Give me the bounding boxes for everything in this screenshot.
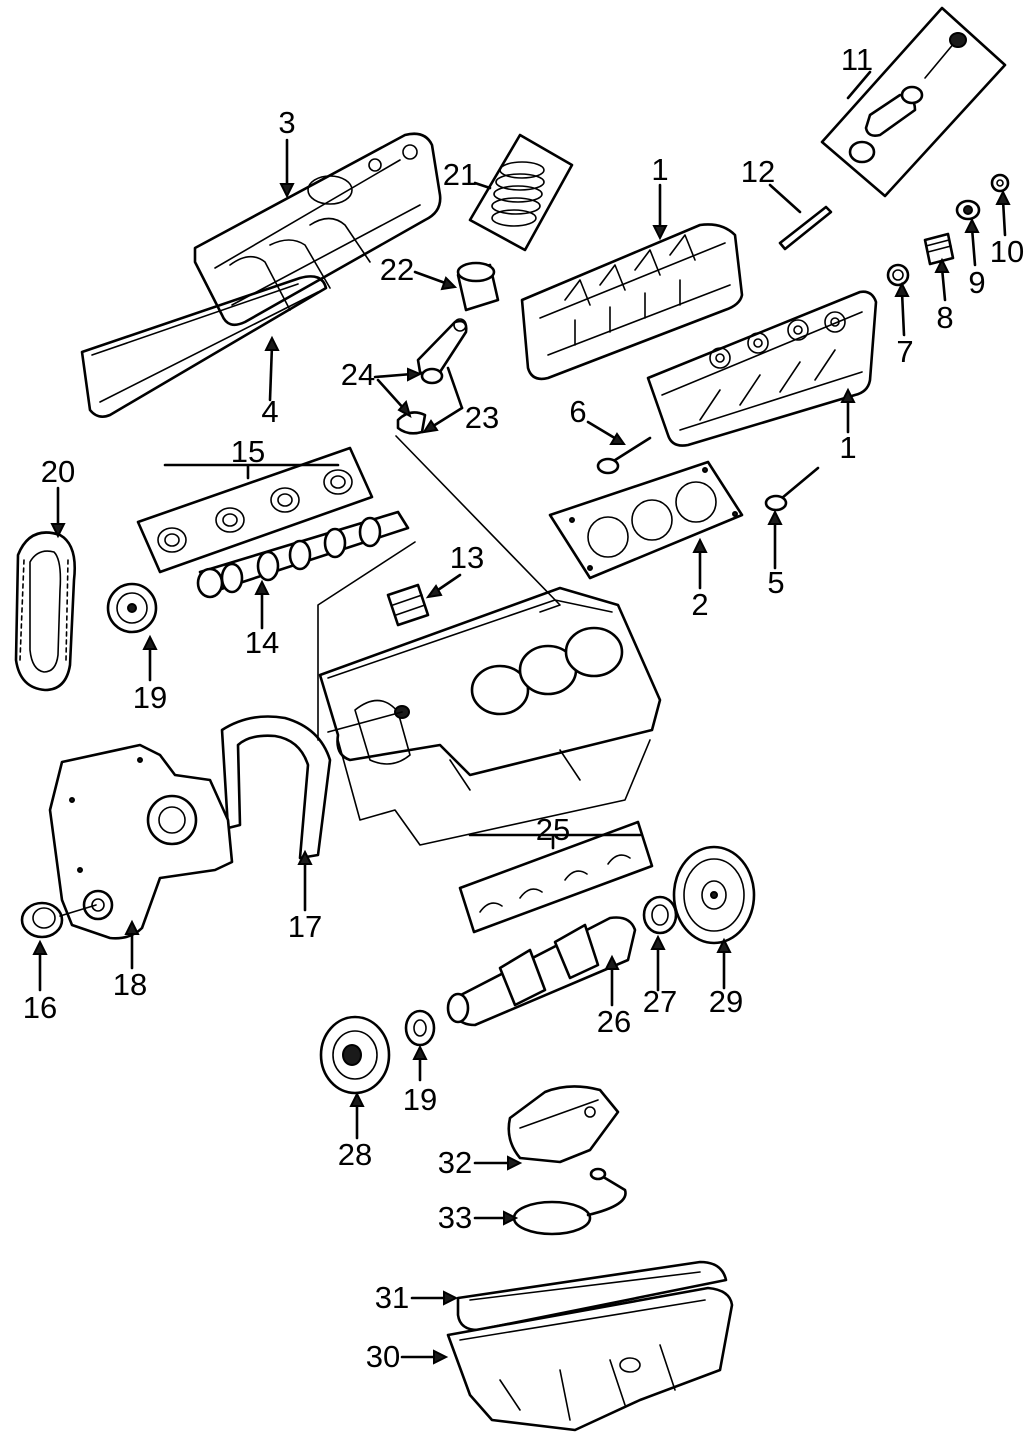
rocker-pivot[interactable] xyxy=(396,367,444,435)
crankshaft-sprocket[interactable] xyxy=(404,1009,436,1047)
engine-block[interactable] xyxy=(318,586,662,846)
callout-24: 24 xyxy=(341,357,375,392)
callout-9: 9 xyxy=(968,265,985,300)
rocker-arm-kit[interactable] xyxy=(820,6,1007,198)
callout-1-right: 1 xyxy=(839,430,856,465)
callout-4: 4 xyxy=(261,394,278,429)
valve-spring-kit[interactable] xyxy=(468,133,574,252)
oil-pan[interactable] xyxy=(446,1286,734,1432)
callout-26: 26 xyxy=(597,1004,631,1039)
pushrod[interactable] xyxy=(778,205,833,251)
callout-5: 5 xyxy=(767,565,784,600)
camshaft-bearing-kit[interactable] xyxy=(136,446,374,574)
leader-line xyxy=(395,435,561,613)
rocker-arm[interactable] xyxy=(416,318,468,378)
callout-20: 20 xyxy=(41,454,75,489)
callout-27: 27 xyxy=(643,984,677,1019)
callout-18: 18 xyxy=(113,967,147,1002)
callout-19-top: 19 xyxy=(133,680,167,715)
callout-6: 6 xyxy=(569,394,586,429)
callout-8: 8 xyxy=(936,300,953,335)
callout-23: 23 xyxy=(465,400,499,435)
head-gasket[interactable] xyxy=(548,460,744,580)
callout-28: 28 xyxy=(338,1137,372,1172)
callout-3: 3 xyxy=(278,105,295,140)
callout-25: 25 xyxy=(536,812,570,847)
exhaust-valve[interactable] xyxy=(764,466,820,512)
main-bearing-kit[interactable] xyxy=(458,820,654,934)
timing-chain[interactable] xyxy=(14,531,76,692)
oil-pan-gasket[interactable] xyxy=(456,1260,728,1332)
callout-21: 21 xyxy=(443,157,477,192)
callout-19-bottom: 19 xyxy=(403,1082,437,1117)
callout-16: 16 xyxy=(23,990,57,1025)
leader-line xyxy=(317,541,416,741)
callout-12: 12 xyxy=(741,154,775,189)
callout-31: 31 xyxy=(375,1280,409,1315)
leader-line xyxy=(327,711,403,733)
front-crankshaft-seal[interactable] xyxy=(20,901,97,939)
oil-pickup-tube[interactable] xyxy=(512,1167,627,1236)
harmonic-balancer[interactable] xyxy=(319,1015,391,1095)
valve-keeper[interactable] xyxy=(990,173,1010,193)
callout-22: 22 xyxy=(380,252,414,287)
valve-cover-gasket[interactable] xyxy=(80,275,328,418)
valve-cover[interactable] xyxy=(193,132,442,327)
camshaft[interactable] xyxy=(196,510,410,599)
oil-pump[interactable] xyxy=(507,1085,620,1164)
callout-10: 10 xyxy=(990,234,1024,269)
callout-2: 2 xyxy=(691,587,708,622)
callout-7: 7 xyxy=(896,334,913,369)
leader-lines xyxy=(32,70,1011,1365)
callout-1-left: 1 xyxy=(651,152,668,187)
crankshaft[interactable] xyxy=(446,916,637,1027)
callout-15: 15 xyxy=(231,434,265,469)
spring-retainer[interactable] xyxy=(955,199,981,221)
callout-labels: 3 4 21 22 24 23 1 1 11 12 7 8 9 10 6 2 5… xyxy=(23,42,1024,1374)
timing-cover-gasket[interactable] xyxy=(220,715,332,860)
callout-13: 13 xyxy=(450,540,484,575)
callout-33: 33 xyxy=(438,1200,472,1235)
callout-30: 30 xyxy=(366,1339,400,1374)
callout-11: 11 xyxy=(841,42,873,77)
callout-29: 29 xyxy=(709,984,743,1019)
rear-main-seal[interactable] xyxy=(642,895,678,935)
lifter-guide[interactable] xyxy=(386,583,430,627)
cylinder-head-left[interactable] xyxy=(520,223,744,381)
camshaft-sprocket[interactable] xyxy=(106,582,158,634)
callout-17: 17 xyxy=(288,909,322,944)
valve-seal[interactable] xyxy=(886,263,910,287)
callout-14: 14 xyxy=(245,625,279,660)
intake-valve[interactable] xyxy=(596,436,652,475)
timing-cover[interactable] xyxy=(48,743,234,940)
cylinder-head-right[interactable] xyxy=(646,290,878,447)
valve-lifter[interactable] xyxy=(456,261,500,312)
flexplate[interactable] xyxy=(672,845,756,945)
callout-32: 32 xyxy=(438,1145,472,1180)
valve-spring[interactable] xyxy=(923,232,955,266)
